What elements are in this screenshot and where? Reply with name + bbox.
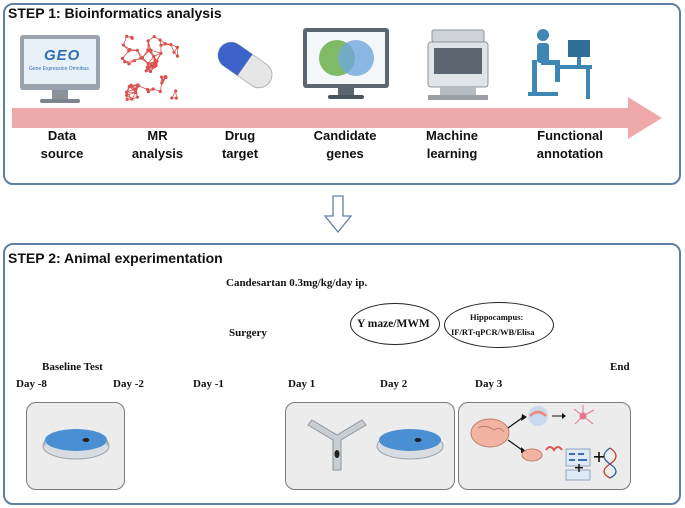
treatment-label: Candesartan 0.3mg/kg/day ip. <box>226 277 368 289</box>
end-label: End <box>610 361 630 373</box>
label-functional-annotation-line1: Functional <box>537 128 603 143</box>
monitor-icon <box>20 35 100 103</box>
down-arrow-icon <box>323 195 353 234</box>
water-maze-icon-2 <box>376 429 444 460</box>
blot-icon <box>565 448 591 481</box>
label-candidate-genes: Candidate genes <box>300 127 390 163</box>
hippocampus-title: Hippocampus: <box>470 312 524 322</box>
y-maze-icon <box>307 419 367 471</box>
step2-title: STEP 2: Animal experimentation <box>8 250 223 266</box>
label-functional-annotation: Functional annotation <box>520 127 620 163</box>
brain-slice-icon <box>521 446 563 462</box>
venn-monitor-icon <box>303 28 389 99</box>
label-drug-target-line1: Drug <box>224 128 256 143</box>
neuron-icon <box>573 405 595 425</box>
dna-icon <box>603 447 617 479</box>
label-functional-annotation-line2: annotation <box>536 146 604 161</box>
label-machine-learning: Machine learning <box>412 127 492 163</box>
label-drug-target-line2: target <box>221 146 259 161</box>
kiosk-icon <box>427 29 489 100</box>
geo-logo: GEO <box>44 47 81 64</box>
day-minus-8: Day -8 <box>16 378 47 390</box>
day-minus-2: Day -2 <box>113 378 144 390</box>
label-mr-analysis-line1: MR <box>147 128 168 143</box>
person-computer-icon <box>528 29 592 99</box>
hippocampus-ellipse <box>444 302 554 348</box>
baseline-label: Baseline Test <box>42 361 103 373</box>
step1-title: STEP 1: Bioinformatics analysis <box>8 5 222 21</box>
geo-subtitle: Gene Expression Omnibus <box>29 66 89 72</box>
label-data-source: Data source <box>27 127 97 163</box>
label-data-source-line2: source <box>40 146 84 161</box>
day-minus-1: Day -1 <box>193 378 224 390</box>
behavior-test-ellipse <box>350 303 440 345</box>
label-machine-learning-line2: learning <box>426 146 478 161</box>
label-drug-target: Drug target <box>210 127 270 163</box>
hippocampus-icon <box>528 406 566 426</box>
day-3: Day 3 <box>475 378 503 390</box>
label-data-source-line1: Data <box>47 128 77 143</box>
label-mr-analysis-line2: analysis <box>131 146 184 161</box>
surgery-label: Surgery <box>229 327 267 339</box>
plus-icon <box>575 452 604 472</box>
water-maze-icon <box>42 429 110 460</box>
day-1: Day 1 <box>288 378 316 390</box>
day-2: Day 2 <box>380 378 408 390</box>
label-candidate-genes-line1: Candidate <box>313 128 377 143</box>
label-candidate-genes-line2: genes <box>326 146 364 161</box>
process-arrow <box>12 97 662 139</box>
network-icon <box>120 34 180 101</box>
label-machine-learning-line1: Machine <box>425 128 478 143</box>
behavior-test-label: Y maze/MWM <box>357 318 430 330</box>
hippocampus-assays: IF/RT-qPCR/WB/Elisa <box>451 327 535 337</box>
capsule-icon <box>217 41 273 89</box>
label-mr-analysis: MR analysis <box>120 127 195 163</box>
brain-icon <box>470 414 527 453</box>
